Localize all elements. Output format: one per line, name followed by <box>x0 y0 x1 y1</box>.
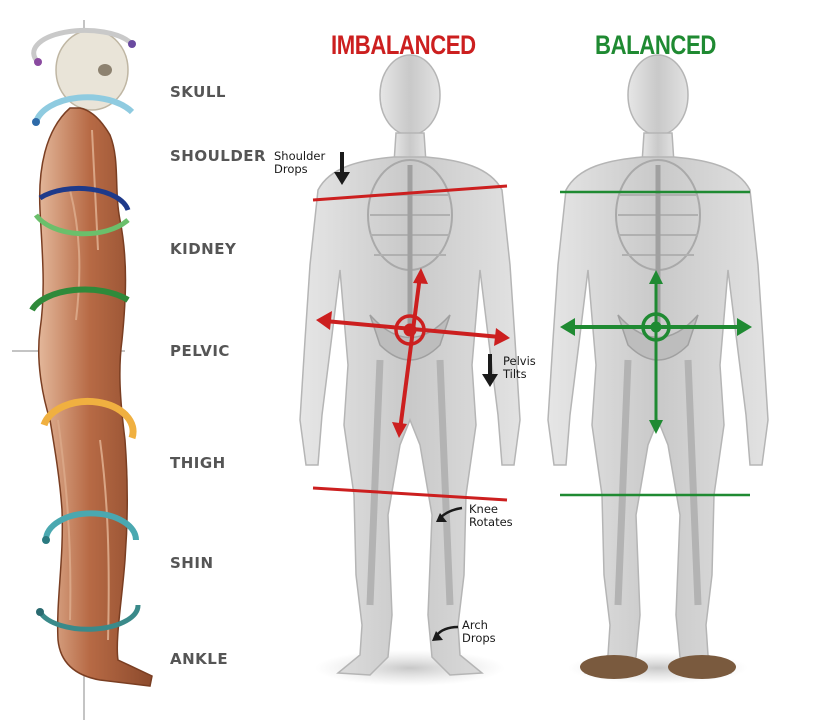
pelvis-vertical-arrow <box>398 275 422 431</box>
imbalanced-title: IMBALANCED <box>331 30 476 60</box>
ankle-ring <box>37 604 141 632</box>
shoulder-line <box>312 184 508 202</box>
segment-label-pelvic: PELVIC <box>170 342 230 360</box>
annotation-arrows <box>334 152 498 641</box>
pelvis-tilts-annotation: Pelvis Tilts <box>503 354 536 381</box>
shin-ring <box>43 510 139 541</box>
knee-line <box>312 486 508 502</box>
pelvic-ring <box>29 286 130 312</box>
pelvis-target <box>641 312 671 342</box>
segment-label-ankle: ANKLE <box>170 650 229 668</box>
segment-label-shin: SHIN <box>170 554 214 572</box>
arch-drops-annotation: Arch Drops <box>462 618 496 645</box>
shoulder-drops-annotation: Shoulder Drops <box>274 149 326 176</box>
segment-label-kidney: KIDNEY <box>170 240 237 258</box>
kidney-ring <box>38 185 131 211</box>
knee-rotates-annotation: Knee Rotates <box>469 502 513 529</box>
balanced-title: BALANCED <box>595 30 716 60</box>
skull-ring <box>31 27 134 64</box>
anatomy-side-figure <box>12 20 153 720</box>
segment-label-thigh: THIGH <box>170 454 226 472</box>
balanced-markers <box>560 190 752 497</box>
imbalanced-markers <box>312 184 510 502</box>
segment-label-skull: SKULL <box>170 83 226 101</box>
thigh-ring <box>40 397 137 440</box>
muscle-body <box>37 107 153 687</box>
balanced-figure <box>547 54 769 679</box>
shoulder-ring <box>33 94 135 124</box>
pelvis-target <box>394 314 426 346</box>
segment-label-shoulder: SHOULDER <box>170 147 267 165</box>
